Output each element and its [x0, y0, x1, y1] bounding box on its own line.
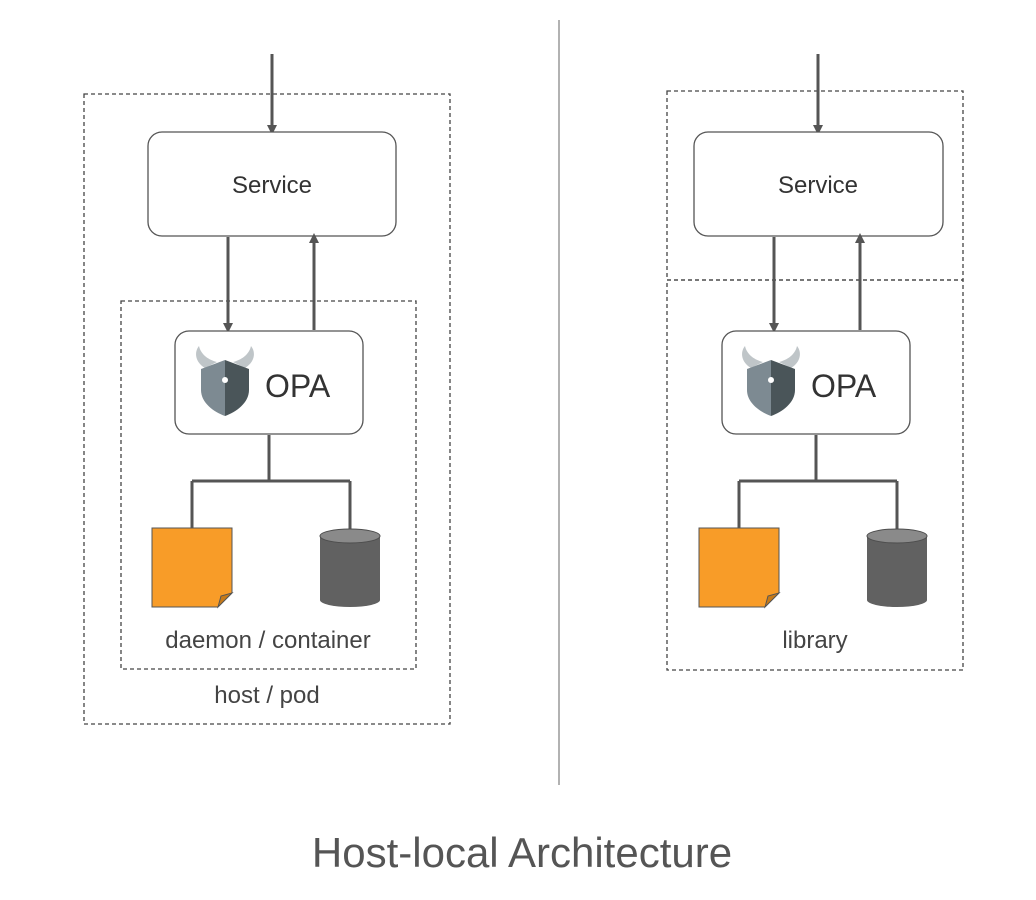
service-box	[147, 131, 397, 237]
left-diagram: Service OPA daemon / container host / po…	[83, 54, 451, 725]
opa-logo-icon	[196, 346, 254, 416]
right-diagram: Service OPA library	[666, 54, 964, 671]
database-icon-right	[866, 528, 928, 607]
library-label: library	[782, 627, 847, 654]
policy-document-icon-right	[698, 527, 780, 608]
policy-document-fold-right	[764, 592, 781, 609]
diagram-title: Host-local Architecture	[312, 829, 732, 876]
service-label-right: Service	[778, 172, 858, 199]
policy-document-icon	[151, 527, 233, 608]
policy-document-fold	[217, 592, 234, 609]
daemon-container-label: daemon / container	[165, 627, 370, 654]
daemon-container-boundary	[120, 300, 417, 670]
opa-storage-connector	[190, 435, 352, 530]
opa-label: OPA	[265, 368, 331, 404]
host-pod-boundary	[83, 93, 451, 725]
library-boundary	[666, 279, 964, 671]
opa-logo-icon-right	[742, 346, 800, 416]
service-box-right	[693, 131, 944, 237]
service-label: Service	[232, 172, 312, 199]
opa-storage-connector-right	[737, 435, 899, 530]
host-pod-label: host / pod	[214, 682, 319, 709]
opa-label-right: OPA	[811, 368, 877, 404]
database-icon	[319, 528, 381, 607]
